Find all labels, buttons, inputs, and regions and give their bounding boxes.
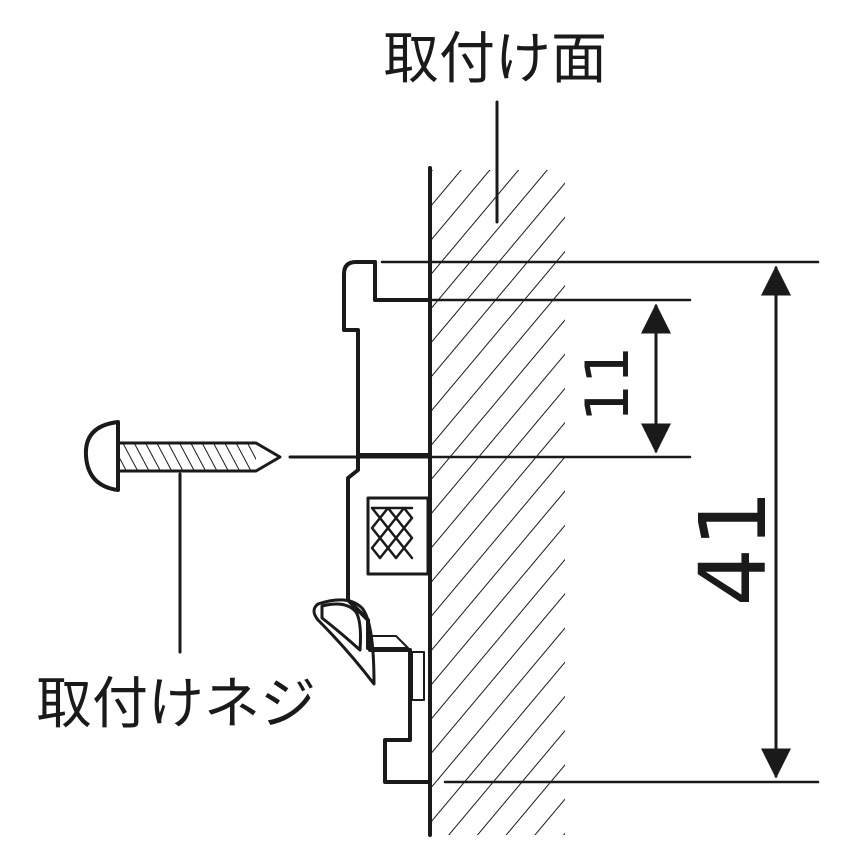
din-rail-bracket (312, 260, 432, 784)
release-tab[interactable] (312, 598, 376, 686)
screw-head-icon (83, 420, 120, 492)
latch-slot (411, 651, 425, 701)
screw-shank-outline (116, 441, 282, 473)
mounting-surface-label: 取付け面 (383, 27, 607, 92)
dim-11-value: 11 (573, 346, 643, 422)
bracket-upper-profile (342, 260, 432, 457)
spring-icon (370, 506, 414, 560)
spring-clip-box (366, 496, 430, 576)
mounting-surface (428, 166, 565, 837)
bracket-lower-profile (346, 453, 432, 650)
mounting-screw: 取付けネジ (36, 420, 432, 737)
release-tab-highlight (320, 602, 362, 652)
dimensions: 11 41 (380, 260, 820, 784)
mounting-surface-callout: 取付け面 (383, 27, 607, 224)
dim-41-value: 41 (680, 489, 787, 606)
screw-thread (118, 443, 256, 471)
latch-wedge (369, 635, 409, 649)
mounting-screw-label: 取付けネジ (36, 672, 316, 737)
bracket-bottom-latch (368, 648, 432, 784)
wall-hatch (430, 170, 565, 835)
